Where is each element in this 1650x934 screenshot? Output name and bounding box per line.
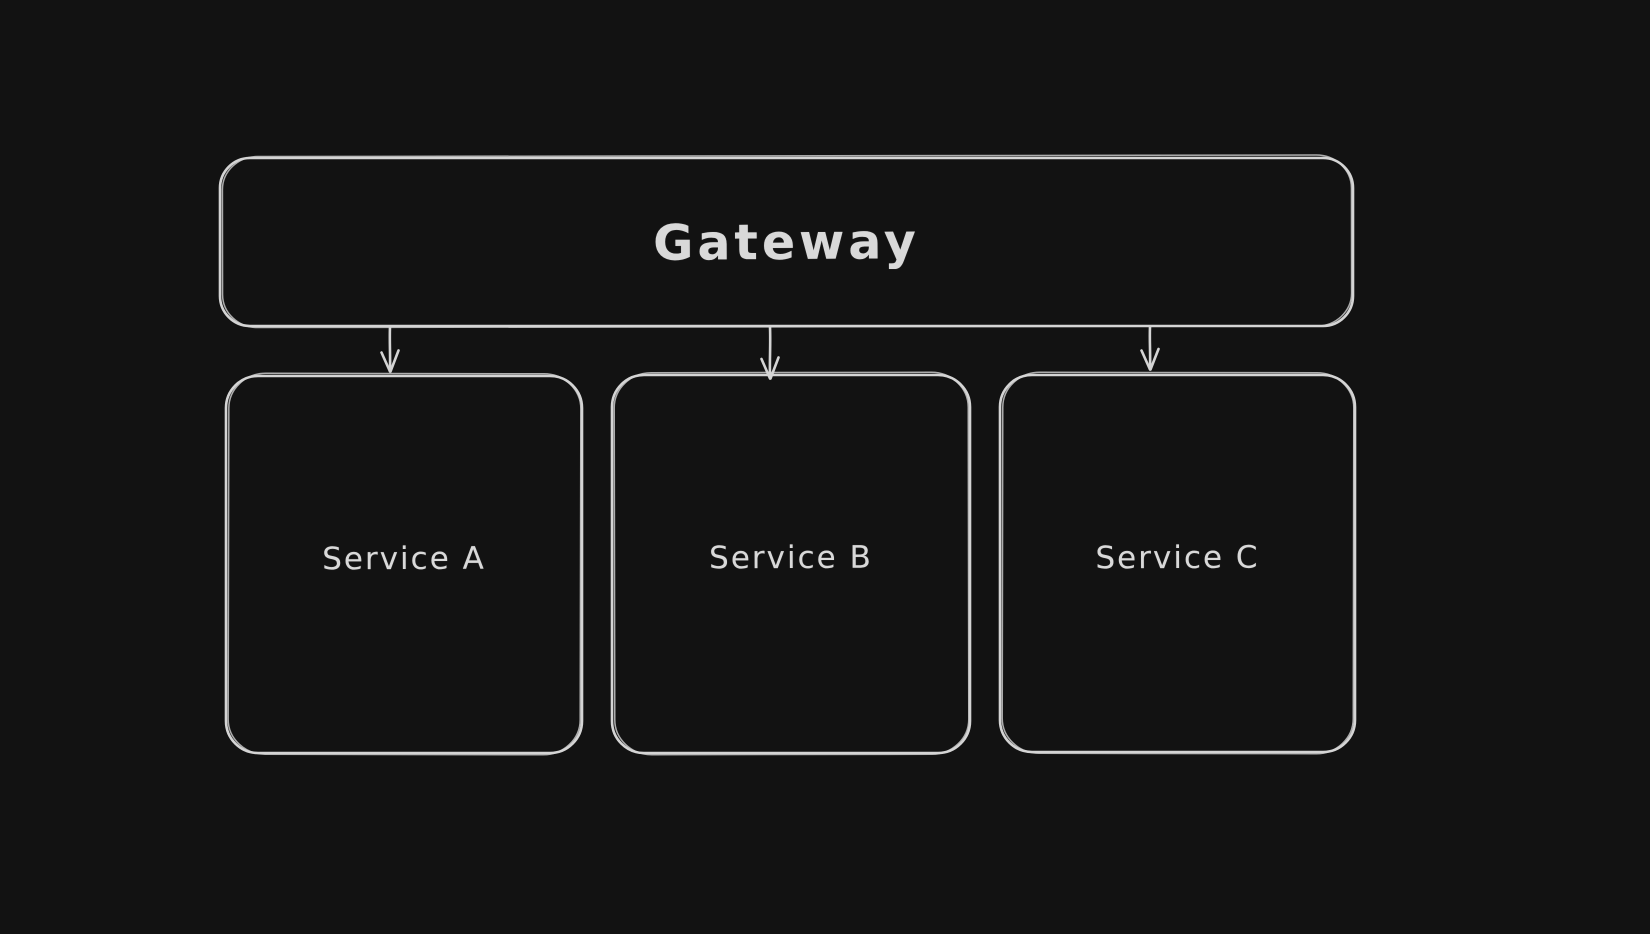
gateway-shape[interactable] bbox=[218, 154, 1355, 329]
arrow-gateway-to-service-b[interactable] bbox=[760, 325, 780, 380]
arrow-a-head-icon bbox=[380, 349, 400, 373]
arrow-b-head-icon bbox=[760, 356, 780, 380]
arrow-gateway-to-service-c[interactable] bbox=[1140, 325, 1160, 371]
gateway-rect bbox=[218, 156, 1355, 328]
arrow-c-head-icon bbox=[1140, 347, 1160, 371]
service-b-rect-overdraw bbox=[613, 371, 970, 756]
gateway-rect-overdraw bbox=[221, 154, 1353, 329]
service-c-rect-overdraw bbox=[1001, 371, 1355, 755]
service-a-shape[interactable] bbox=[224, 372, 584, 756]
service-a-rect bbox=[224, 374, 584, 755]
service-a-rect-overdraw bbox=[227, 372, 582, 756]
service-c-rect bbox=[998, 373, 1357, 754]
service-c-shape[interactable] bbox=[998, 371, 1357, 755]
arrow-gateway-to-service-a[interactable] bbox=[380, 325, 400, 373]
service-b-rect bbox=[610, 373, 972, 755]
service-b-shape[interactable] bbox=[610, 371, 972, 756]
